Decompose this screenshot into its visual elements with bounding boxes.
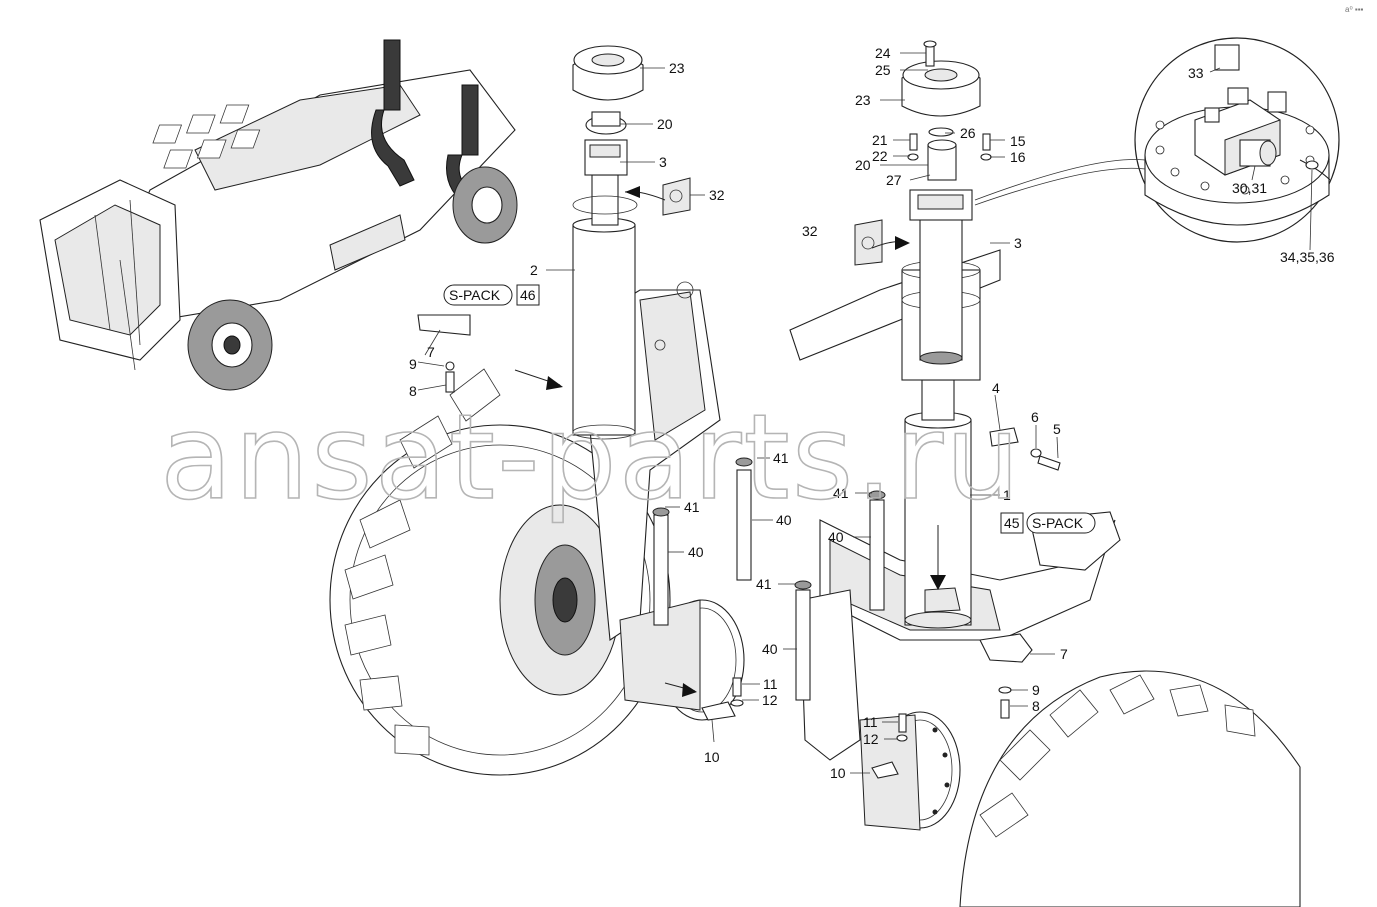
callout-right-8: 8: [1032, 698, 1040, 714]
callout-right-16: 16: [1010, 149, 1026, 165]
callout-right-27: 27: [886, 172, 902, 188]
callout-right-6: 6: [1031, 409, 1039, 425]
callout-right-20: 20: [855, 157, 871, 173]
left-tire: [329, 368, 671, 776]
right-cylinder-3: [901, 214, 981, 381]
callout-detail-34-35-36: 34,35,36: [1280, 249, 1335, 265]
callout-right-40-low: 40: [762, 641, 778, 657]
callout-right-4: 4: [992, 380, 1000, 396]
callout-right-5: 5: [1053, 421, 1061, 437]
callout-left-12: 12: [762, 692, 778, 708]
callout-right-41-low: 41: [756, 576, 772, 592]
right-cylinder: [904, 379, 972, 629]
callout-left-10: 10: [704, 749, 720, 765]
callout-left-20: 20: [657, 116, 673, 132]
callout-detail-30-31: 30,31: [1232, 180, 1267, 196]
callout-left-11: 11: [763, 676, 778, 692]
left-steering-ring: [619, 599, 745, 721]
callout-right-21: 21: [872, 132, 888, 148]
right-callouts: 24 25 23 21 22 20 26 15 16 27 32 3 4 6 5…: [756, 45, 1068, 781]
callout-left-40-right: 40: [776, 512, 792, 528]
spack-left-number: 46: [520, 287, 536, 303]
spack-badge-left: S-PACK 46: [443, 284, 540, 306]
left-column-assembly: [329, 45, 753, 776]
callout-left-23: 23: [669, 60, 685, 76]
callout-right-41-mid: 41: [833, 485, 849, 501]
spack-badge-right: 45 S-PACK: [1000, 512, 1096, 534]
callout-right-15: 15: [1010, 133, 1026, 149]
callout-left-3: 3: [659, 154, 667, 170]
left-item-32-tag: [624, 177, 691, 216]
callout-right-24: 24: [875, 45, 891, 61]
spack-right-number: 45: [1004, 515, 1020, 531]
callout-left-40-mid: 40: [688, 544, 704, 560]
callout-right-26: 26: [960, 125, 976, 141]
spack-left-label: S-PACK: [449, 287, 501, 303]
right-column-assembly: [789, 40, 1301, 907]
callout-right-23: 23: [855, 92, 871, 108]
callout-left-32: 32: [709, 187, 725, 203]
callout-right-3: 3: [1014, 235, 1022, 251]
right-tire: [959, 670, 1301, 907]
leader-lines: [417, 52, 1313, 774]
callout-right-7: 7: [1060, 646, 1068, 662]
callout-right-12: 12: [863, 731, 879, 747]
callout-right-10: 10: [830, 765, 846, 781]
detail-callouts: 33 30,31 34,35,36: [1188, 65, 1335, 265]
callout-right-22: 22: [872, 148, 888, 164]
callout-left-8: 8: [409, 383, 417, 399]
left-cylinder: [572, 174, 638, 440]
watermark-text: ansat-parts.ru: [160, 388, 1022, 526]
corner-mark: a⁰ ▪▪▪: [1345, 5, 1364, 14]
callout-right-11: 11: [863, 714, 878, 730]
callout-right-9: 9: [1032, 682, 1040, 698]
callout-detail-33: 33: [1188, 65, 1204, 81]
spack-right-label: S-PACK: [1032, 515, 1084, 531]
left-callouts: 23 20 3 32 2 7 9 8 41 41 40 40 11 12 10: [409, 60, 792, 765]
callout-left-7: 7: [427, 344, 435, 360]
left-cap: [572, 45, 644, 101]
callout-left-41-top: 41: [773, 450, 789, 466]
right-cap: [901, 60, 981, 117]
callout-right-1: 1: [1003, 487, 1011, 503]
machine-overview-illustration: [39, 39, 518, 391]
callout-right-32: 32: [802, 223, 818, 239]
right-item-32-tag: [854, 219, 910, 266]
callout-right-40-mid: 40: [828, 529, 844, 545]
callout-right-25: 25: [875, 62, 891, 78]
callout-left-2: 2: [530, 262, 538, 278]
detail-view-circle: [974, 37, 1340, 243]
callout-left-9: 9: [409, 356, 417, 372]
callout-left-41-mid: 41: [684, 499, 700, 515]
